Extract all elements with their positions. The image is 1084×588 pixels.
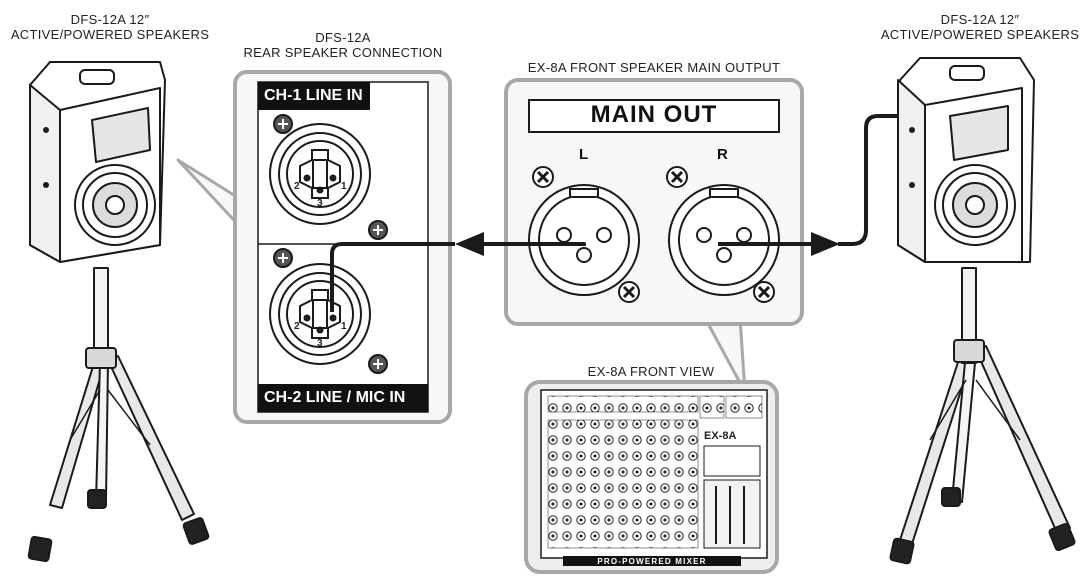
left-signal-cable — [330, 242, 586, 312]
rear-connection-caption-line1: DFS-12A — [315, 30, 371, 45]
right-arrow-head — [811, 232, 840, 256]
ch1-label: CH-1 LINE IN — [264, 87, 363, 104]
right-speaker-caption-line2: ACTIVE/POWERED SPEAKERS — [880, 27, 1080, 42]
ch1-combo-jack — [269, 123, 371, 225]
right-speaker-cabinet — [897, 57, 1035, 263]
right-speaker-stand — [889, 267, 1076, 565]
main-out-title-box — [528, 99, 780, 133]
rear-connection-caption: DFS-12A REAR SPEAKER CONNECTION — [232, 30, 454, 60]
ch2-pin-2: 2 — [294, 321, 300, 332]
main-out-left-label: L — [579, 146, 589, 163]
front-output-caption: EX-8A FRONT SPEAKER MAIN OUTPUT — [527, 60, 781, 75]
ch2-pin-1: 1 — [341, 321, 347, 332]
ch2-pin-3: 3 — [317, 338, 323, 349]
left-speaker-caption: DFS-12A 12″ ACTIVE/POWERED SPEAKERS — [10, 12, 210, 42]
main-out-right-label: R — [717, 146, 728, 163]
left-speaker-caption-line2: ACTIVE/POWERED SPEAKERS — [10, 27, 210, 42]
mixer-footer-label: PRO-POWERED MIXER — [597, 557, 707, 566]
ch2-label: CH-2 LINE / MIC IN — [264, 389, 406, 406]
ex8a-mixer — [524, 380, 779, 574]
right-speaker-caption: DFS-12A 12″ ACTIVE/POWERED SPEAKERS — [880, 12, 1080, 42]
left-speaker-caption-line1: DFS-12A 12″ — [70, 12, 150, 27]
ch2-combo-jack — [269, 263, 371, 365]
ch1-pin-3: 3 — [317, 198, 323, 209]
main-out-title: MAIN OUT — [590, 101, 718, 128]
ch1-pin-2: 2 — [294, 181, 300, 192]
main-out-screws — [532, 166, 775, 303]
ch1-pin-1: 1 — [341, 181, 347, 192]
rear-connection-caption-line2: REAR SPEAKER CONNECTION — [243, 45, 443, 60]
right-signal-cable — [718, 114, 906, 246]
left-speaker-cabinet — [29, 61, 166, 263]
mixer-brand-label: EX-8A — [704, 430, 737, 442]
xlr-right-jack — [668, 184, 780, 296]
right-speaker-caption-line1: DFS-12A 12″ — [940, 12, 1020, 27]
left-speaker-stand — [27, 267, 210, 563]
front-view-caption: EX-8A FRONT VIEW — [587, 364, 715, 379]
left-arrow-head — [455, 232, 484, 256]
xlr-left-jack — [528, 184, 640, 296]
rear-panel-screws — [273, 114, 388, 374]
